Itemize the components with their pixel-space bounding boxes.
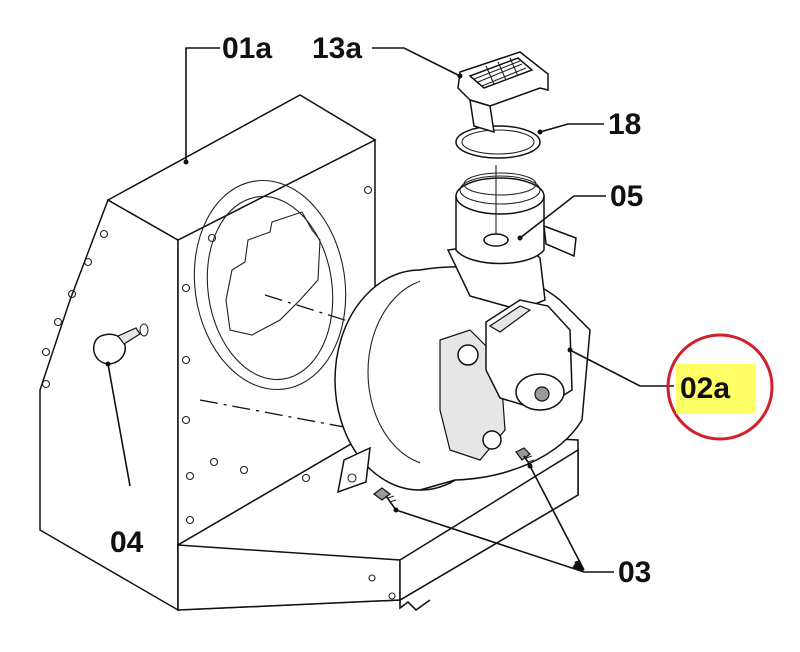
leader-13a [372, 47, 461, 77]
o-ring-part-18 [455, 125, 541, 159]
callout-02a: 02a [680, 372, 730, 405]
leader-01a [185, 47, 220, 162]
callout-01a: 01a [222, 32, 272, 65]
leader-04 [107, 363, 131, 487]
highlight-ring [666, 333, 774, 441]
leader-05 [519, 195, 606, 239]
leader-03-right [529, 465, 585, 571]
callout-18: 18 [608, 108, 641, 141]
leader-18 [539, 123, 604, 133]
mounting-holes [41, 185, 396, 600]
highlight-02a [666, 333, 774, 441]
callout-04: 04 [110, 526, 144, 559]
knob-part-04 [92, 323, 149, 365]
callout-13a: 13a [312, 32, 362, 65]
housing-bracket [39, 94, 579, 612]
leader-lines [105, 47, 674, 573]
blower-fan-assembly [199, 239, 591, 494]
highlight-marker [676, 364, 756, 414]
screw-parts-03 [373, 447, 535, 511]
clip-grille [473, 57, 527, 87]
screw-left [373, 487, 397, 511]
leader-02a [569, 349, 674, 387]
callout-05: 05 [610, 180, 643, 213]
clip-part-13a [457, 51, 549, 134]
callout-03: 03 [618, 556, 651, 589]
connector-part-05 [455, 165, 577, 265]
